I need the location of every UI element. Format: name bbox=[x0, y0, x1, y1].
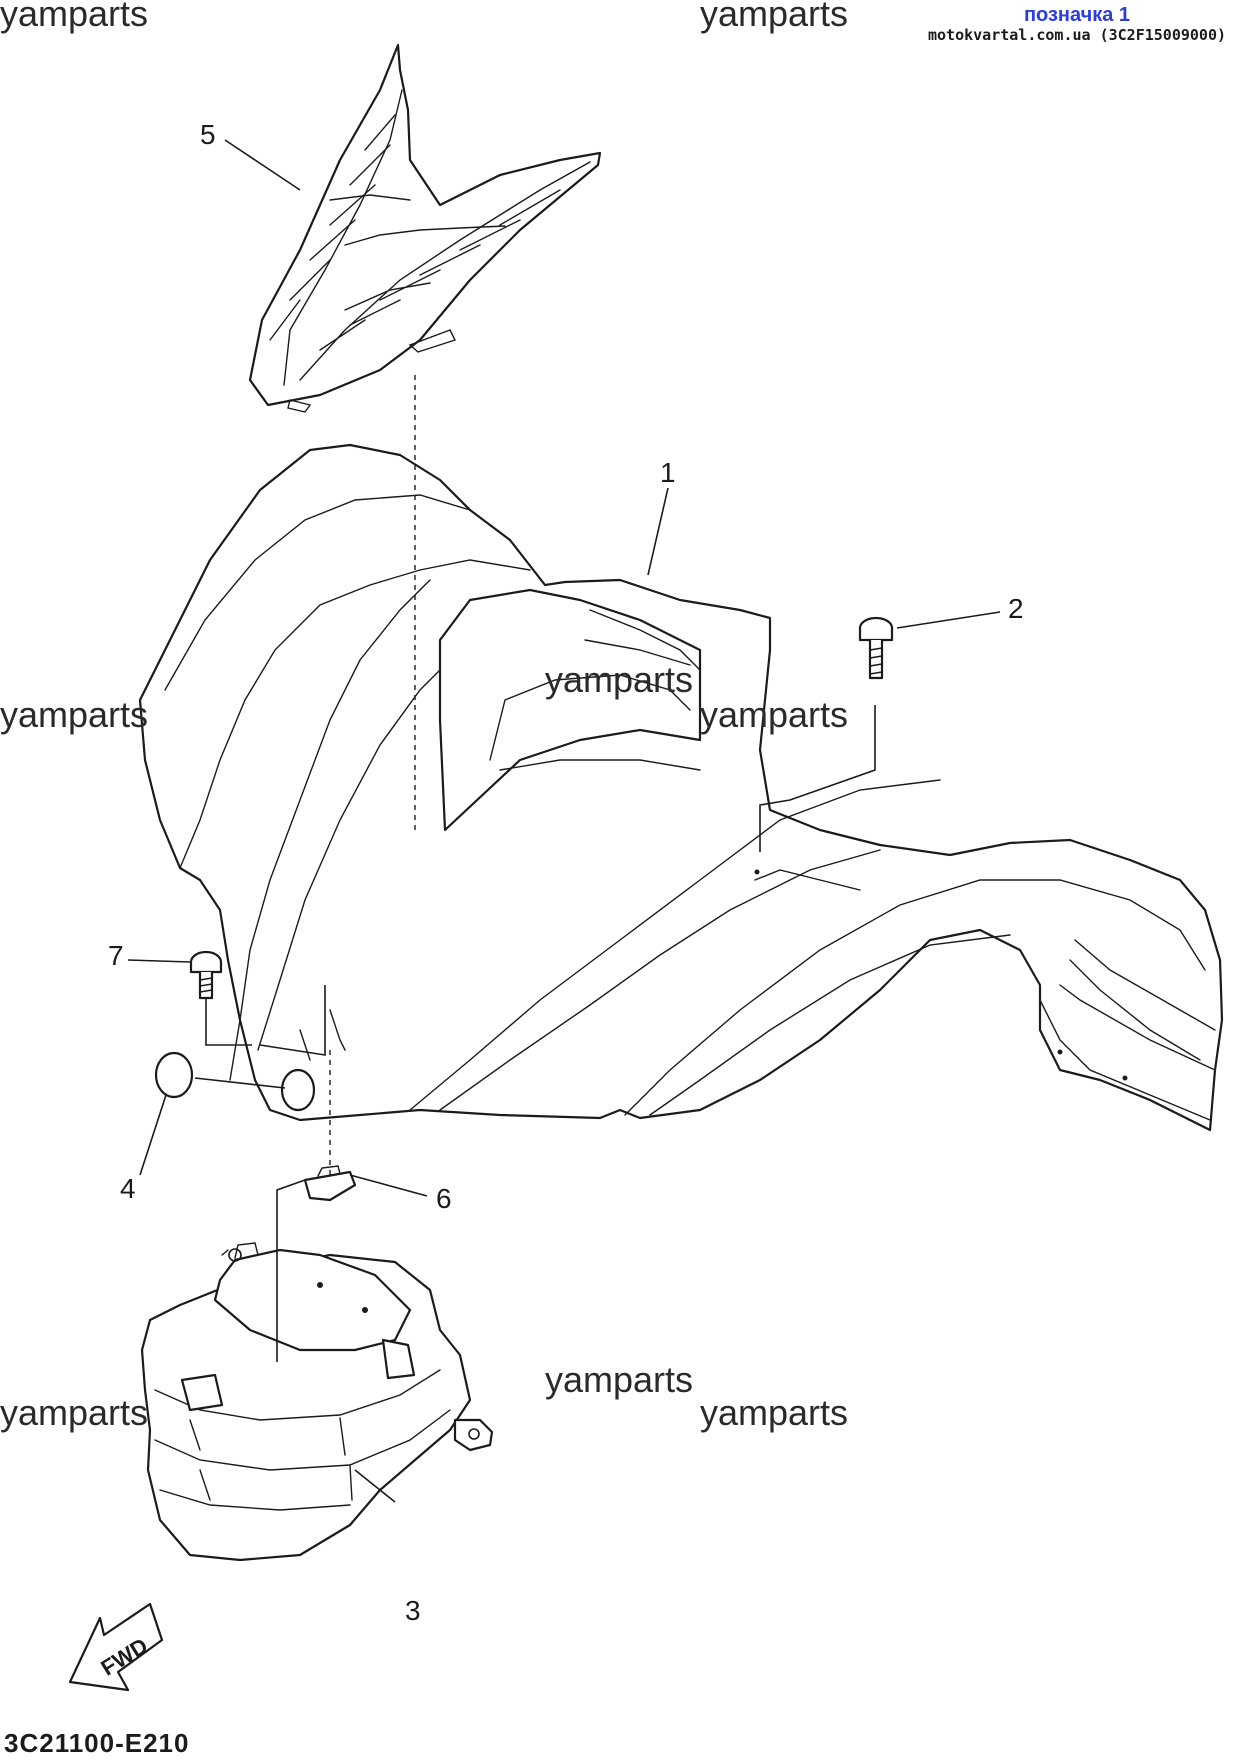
part-4-cap[interactable] bbox=[154, 1051, 316, 1112]
callout-4: 4 bbox=[120, 1173, 136, 1204]
callout-6: 6 bbox=[436, 1183, 452, 1214]
callout-5: 5 bbox=[200, 119, 216, 150]
part-7-screw[interactable] bbox=[189, 950, 223, 1000]
callout-3: 3 bbox=[405, 1595, 421, 1626]
watermark: yamparts bbox=[0, 0, 148, 34]
callout-2: 2 bbox=[1008, 593, 1024, 624]
watermark: yamparts bbox=[545, 1359, 693, 1400]
header-block: позначка 1 motokvartal.com.ua (3C2F15009… bbox=[928, 4, 1226, 44]
forward-arrow-icon: FWD bbox=[68, 1602, 164, 1692]
catalog-code: 3C21100-E210 bbox=[4, 1728, 189, 1758]
part-6-clip[interactable] bbox=[303, 1165, 357, 1202]
callout-1: 1 bbox=[660, 457, 676, 488]
part-5-grille[interactable] bbox=[248, 43, 602, 413]
assembly-lines bbox=[194, 375, 876, 1362]
bookmark-link[interactable]: позначка 1 bbox=[1023, 4, 1131, 26]
watermark: yamparts bbox=[700, 0, 848, 34]
watermark: yamparts bbox=[0, 1392, 148, 1433]
part-3-headlight[interactable] bbox=[140, 1242, 494, 1562]
watermark: yamparts bbox=[0, 694, 148, 735]
watermark: yamparts bbox=[700, 694, 848, 735]
source-line: motokvartal.com.ua (3C2F15009000) bbox=[927, 26, 1226, 44]
part-1-front-fender[interactable] bbox=[138, 443, 1224, 1132]
callout-leaders bbox=[127, 139, 1001, 1503]
watermark: yamparts bbox=[700, 1392, 848, 1433]
callout-7: 7 bbox=[108, 940, 124, 971]
part-2-screw[interactable] bbox=[858, 616, 894, 680]
watermark: yamparts bbox=[545, 659, 693, 700]
